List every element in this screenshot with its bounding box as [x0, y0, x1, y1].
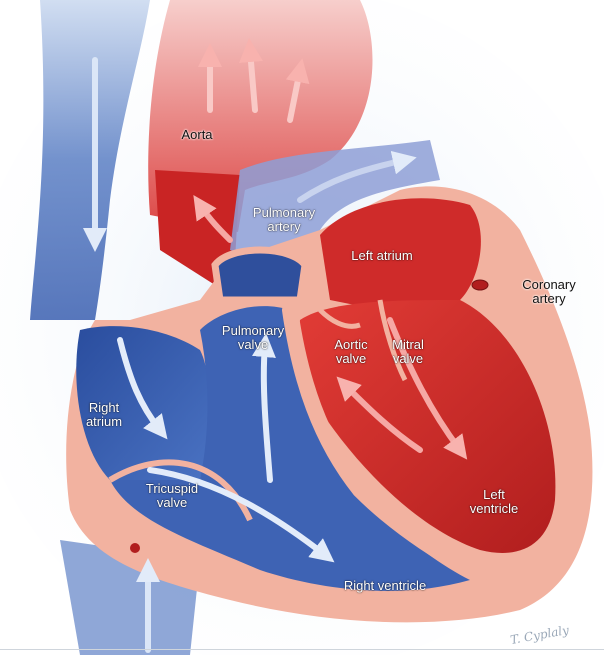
label-pulmonary-valve: Pulmonary valve: [221, 323, 285, 352]
flow-arrow-aortic: [336, 376, 423, 453]
flow-arrow-aorta-top-3: [285, 58, 310, 123]
label-right-atrium: Right atrium: [85, 400, 123, 429]
mitral-valve-leaflet: [377, 299, 408, 382]
label-right-ventricle: Right ventricle: [343, 578, 427, 593]
label-coronary-artery: Coronary artery: [522, 277, 576, 306]
right-ventricle-chamber: [110, 306, 470, 591]
interventricular-septum: [282, 302, 488, 583]
label-aorta: Aorta: [181, 127, 213, 142]
left-ventricle-chamber: [298, 300, 556, 553]
label-pulmonary-artery: Pulmonary artery: [252, 205, 316, 234]
flow-arrow-right-ventricle: [147, 467, 335, 563]
flow-arrow-aorta-top-2: [239, 38, 263, 113]
left-atrium-chamber: [320, 198, 481, 310]
bottom-divider: [0, 649, 604, 650]
flow-arrows: [83, 38, 468, 653]
label-tricuspid-valve: Tricuspid valve: [145, 481, 199, 510]
aortic-valve-leaflet: [318, 308, 361, 329]
label-left-atrium: Left atrium: [351, 248, 413, 263]
label-left-ventricle: Left ventricle: [469, 487, 519, 516]
flow-arrow-right-atrium: [117, 337, 168, 440]
flow-arrow-pulmonary-artery: [297, 150, 417, 203]
aorta-interior: [155, 170, 240, 285]
flow-arrow-mitral: [387, 317, 468, 460]
pulmonary-artery-vessel: [230, 140, 440, 270]
pulmonary-valve-ring: [211, 246, 309, 304]
superior-vena-cava: [30, 0, 150, 320]
label-mitral-valve: Mitral valve: [392, 337, 424, 366]
flow-arrow-pulmonary-outflow: [252, 333, 276, 483]
label-aortic-valve: Aortic valve: [334, 337, 368, 366]
coronary-vessel-lower: [130, 543, 140, 553]
coronary-artery-vessel: [471, 279, 489, 291]
flow-arrow-aorta-up: [193, 195, 233, 243]
